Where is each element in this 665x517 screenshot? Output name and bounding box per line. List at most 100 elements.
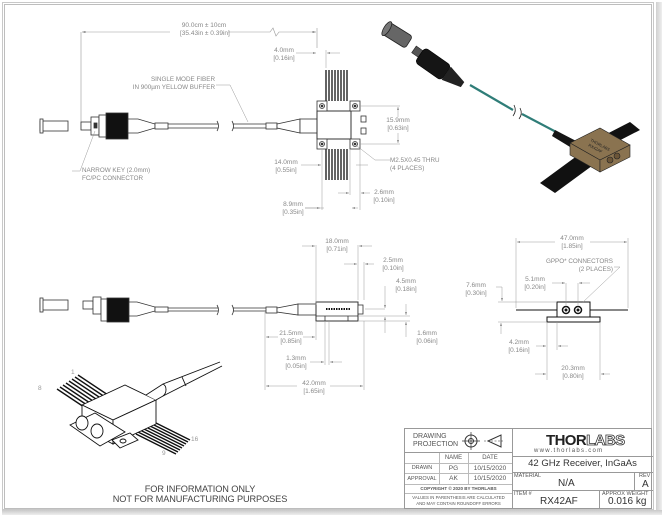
approval-name: AK — [449, 475, 458, 482]
dim-primary: 5.1mm — [525, 276, 545, 283]
material-row: MATERIAL N/A REV A — [512, 472, 653, 491]
dim-secondary: [0.35in] — [282, 209, 304, 216]
dim-primary: 4.5mm — [396, 278, 416, 285]
projection-label-2: PROJECTION — [413, 440, 459, 448]
disclaimer: FOR INFORMATION ONLY NOT FOR MANUFACTURI… — [100, 484, 300, 504]
page-shadow-right — [656, 2, 662, 514]
dim-secondary: [35.43in ± 0.39in] — [180, 30, 230, 37]
sheet-border-outer — [2, 2, 654, 510]
dim-20-3: 20.3mm [0.80in] — [559, 365, 587, 381]
drawn-date: 10/15/2020 — [473, 464, 507, 472]
thread-note: M2.5X0.45 THRU (4 PLACES) — [390, 157, 440, 172]
dim-14-0: 14.0mm [0.55in] — [272, 159, 300, 175]
dim-secondary: [0.10in] — [382, 265, 404, 272]
third-angle-projection-icon — [462, 432, 503, 450]
connector-nut-side — [106, 297, 130, 323]
material-label: MATERIAL — [514, 473, 542, 479]
dim-primary: 1.3mm — [286, 355, 306, 362]
dim-secondary: [0.55in] — [275, 167, 297, 174]
package-top-view — [316, 70, 367, 180]
end-view — [496, 238, 629, 380]
dim-47-0: 47.0mm [1.85in] — [557, 235, 587, 251]
dim-secondary: [0.10in] — [373, 197, 395, 204]
weight-label: APPROX WEIGHT — [602, 491, 649, 497]
dim-secondary: [0.16in] — [508, 347, 530, 354]
rev-label: REV — [639, 473, 651, 479]
svg-text:RX42AF: RX42AF — [588, 142, 604, 154]
drawing-projection: DRAWING PROJECTION — [405, 429, 512, 453]
material-value: N/A — [558, 478, 575, 489]
grid-line — [405, 493, 512, 494]
dim-primary: 8.9mm — [283, 201, 303, 208]
weight-number: 0.016 — [608, 496, 634, 507]
grid-line — [405, 473, 512, 474]
connector-note-line2: FC/PC CONNECTOR — [82, 174, 144, 182]
dim-1-3: 1.3mm [0.05in] — [283, 355, 309, 371]
pin-label-16: 16 — [191, 436, 199, 443]
gppo-note-line2: (2 PLACES) — [578, 265, 613, 273]
pin-label-1: 1 — [71, 369, 75, 376]
page-shadow-bottom — [2, 510, 662, 515]
grid-line — [599, 490, 600, 508]
values-note: VALUES IN PARENTHESIS ARE CALCULATED AND… — [405, 493, 512, 508]
top-view — [39, 27, 400, 210]
projection-label-1: DRAWING — [413, 433, 447, 440]
dim-secondary: [0.30in] — [465, 290, 487, 297]
grid-line — [405, 484, 512, 485]
render-view: THORLABS RX42AF — [381, 21, 640, 193]
dim-7-6: 7.6mm [0.30in] — [463, 282, 489, 298]
weight-unit: kg — [635, 496, 647, 507]
dim-primary: 4.2mm — [509, 339, 529, 346]
dim-secondary: [0.05in] — [285, 363, 307, 370]
values-note-line2: AND MAY CONTAIN ROUNDOFF ERRORS — [416, 500, 501, 506]
values-note-line1: VALUES IN PARENTHESIS ARE CALCULATED — [412, 495, 505, 500]
col-name-header: NAME — [444, 455, 463, 461]
grid-line — [634, 472, 635, 490]
dim-15-9: 15.9mm [0.63in] — [383, 117, 413, 133]
sheet-border-inner — [4, 4, 652, 509]
grid-line — [468, 453, 469, 484]
dim-primary: 15.9mm — [386, 117, 410, 124]
pin-label-9: 9 — [162, 450, 166, 457]
dim-primary: 7.6mm — [466, 282, 486, 289]
approval-date: 10/15/2020 — [473, 475, 507, 482]
dim-4-5: 4.5mm [0.18in] — [393, 278, 419, 294]
dim-fiber-length: 90.0cm ± 10cm [35.43in ± 0.39in] — [180, 22, 230, 38]
thread-note-line2: (4 PLACES) — [390, 164, 425, 172]
logo-thor: THOR — [546, 432, 587, 449]
dim-2-6: 2.6mm [0.10in] — [371, 189, 397, 205]
rev-value: A — [642, 479, 649, 490]
dim-4-2: 4.2mm [0.16in] — [506, 339, 532, 355]
dim-primary: 20.3mm — [561, 365, 585, 372]
logo-wordmark: THORLABS — [546, 432, 626, 450]
dim-primary: 47.0mm — [560, 235, 584, 242]
dim-primary: 90.0cm ± 10cm — [181, 22, 227, 29]
dim-secondary: [0.20in] — [524, 284, 546, 291]
dim-21-5: 21.5mm [0.85in] — [278, 330, 304, 346]
logo-url: www.thorlabs.com — [534, 448, 604, 454]
dim-primary: 42.0mm — [302, 380, 326, 387]
dim-primary: 14.0mm — [274, 159, 298, 166]
weight-value: 0.016 kg — [608, 496, 646, 507]
dim-primary: 2.5mm — [383, 257, 403, 264]
dim-42-0: 42.0mm [1.65in] — [300, 380, 328, 396]
title-block: DRAWING PROJECTION NAME DATE — [404, 428, 653, 509]
item-number: RX42AF — [540, 496, 578, 507]
dim-secondary: [0.71in] — [326, 246, 348, 253]
copyright: COPYRIGHT © 2020 BY THORLABS — [420, 486, 497, 491]
side-view — [39, 245, 410, 390]
item-label: ITEM # — [514, 491, 532, 497]
dim-secondary: [0.06in] — [416, 338, 438, 345]
drawn-name: PG — [448, 464, 459, 472]
disclaimer-line2: NOT FOR MANUFACTURING PURPOSES — [112, 494, 288, 504]
dim-primary: 2.6mm — [374, 189, 394, 196]
dim-secondary: [0.80in] — [562, 373, 584, 380]
connector-nut — [105, 112, 129, 140]
gppo-note-line1: GPPO* CONNECTORS — [545, 258, 613, 265]
grid-line — [439, 453, 440, 484]
dim-5-1: 5.1mm [0.20in] — [522, 276, 548, 292]
dim-primary: 18.0mm — [325, 238, 349, 245]
connector-note: NARROW KEY (2.0mm) FC/PC CONNECTOR — [82, 167, 150, 182]
dim-primary: 4.0mm — [274, 47, 294, 54]
